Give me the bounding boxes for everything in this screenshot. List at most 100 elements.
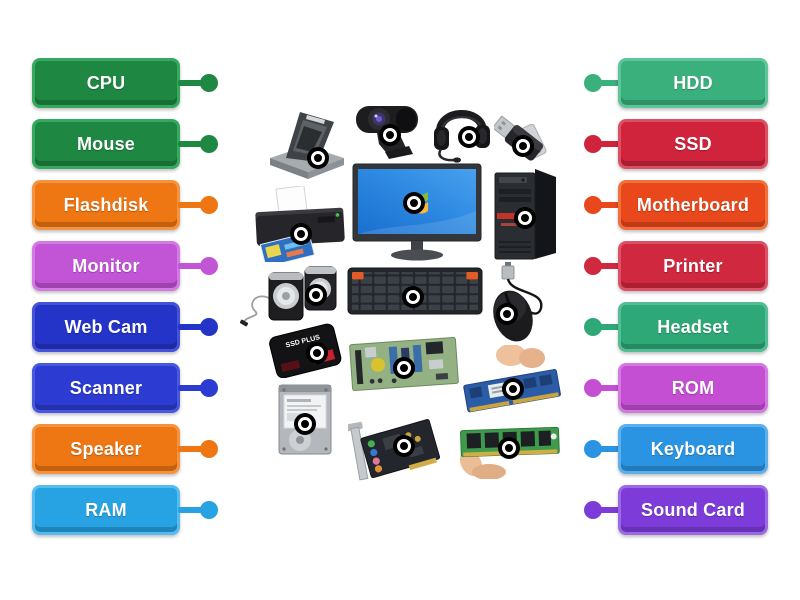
label-speaker[interactable]: Speaker bbox=[32, 424, 180, 474]
connector-stub bbox=[597, 446, 620, 452]
connector-stub bbox=[178, 385, 204, 391]
label-row-scanner: Scanner bbox=[32, 363, 218, 413]
label-rom[interactable]: ROM bbox=[618, 363, 768, 413]
drop-point-pc-tower[interactable] bbox=[514, 207, 536, 229]
label-row-cpu: CPU bbox=[32, 58, 218, 108]
connector-node bbox=[584, 74, 602, 92]
connector-node bbox=[200, 135, 218, 153]
connector-node bbox=[200, 318, 218, 336]
drop-point-sound-card[interactable] bbox=[393, 435, 415, 457]
connector-stub bbox=[597, 324, 620, 330]
label-row-monitor: Monitor bbox=[32, 241, 218, 291]
label-scanner-text: Scanner bbox=[69, 377, 143, 398]
label-soundcard-text: Sound Card bbox=[641, 499, 745, 520]
drop-point-motherboard[interactable] bbox=[393, 357, 415, 379]
label-headset-text: Headset bbox=[657, 316, 729, 337]
label-flashdisk-text: Flashdisk bbox=[63, 194, 149, 215]
connector-stub bbox=[597, 80, 620, 86]
connector-node bbox=[200, 501, 218, 519]
drop-point-ram-module-green[interactable] bbox=[498, 437, 520, 459]
label-headset[interactable]: Headset bbox=[618, 302, 768, 352]
label-ssd[interactable]: SSD bbox=[618, 119, 768, 169]
pc-tower-image bbox=[489, 167, 561, 261]
label-keyboard-text: Keyboard bbox=[650, 438, 736, 459]
label-printer[interactable]: Printer bbox=[618, 241, 768, 291]
speakers-image bbox=[239, 263, 351, 329]
drop-point-hdd[interactable] bbox=[294, 413, 316, 435]
connector-node bbox=[200, 440, 218, 458]
drop-point-speakers[interactable] bbox=[305, 284, 327, 306]
connector-stub bbox=[178, 141, 204, 147]
label-row-keyboard: Keyboard bbox=[582, 424, 768, 474]
label-printer-text: Printer bbox=[663, 255, 723, 276]
label-row-flashdisk: Flashdisk bbox=[32, 180, 218, 230]
flatbed-scanner-image bbox=[266, 106, 348, 182]
connector-stub bbox=[178, 446, 204, 452]
label-mouse[interactable]: Mouse bbox=[32, 119, 180, 169]
label-row-ram: RAM bbox=[32, 485, 218, 535]
drop-point-usb-flash-drive[interactable] bbox=[512, 135, 534, 157]
connector-node bbox=[584, 440, 602, 458]
drop-point-flatbed-scanner[interactable] bbox=[307, 147, 329, 169]
connector-node bbox=[200, 196, 218, 214]
label-ssd-text: SSD bbox=[674, 133, 712, 154]
label-mouse-text: Mouse bbox=[76, 133, 135, 154]
connector-node bbox=[584, 318, 602, 336]
label-scanner[interactable]: Scanner bbox=[32, 363, 180, 413]
label-rom-text: ROM bbox=[671, 377, 715, 398]
label-row-hdd: HDD bbox=[582, 58, 768, 108]
connector-stub bbox=[597, 263, 620, 269]
connector-node bbox=[200, 379, 218, 397]
drop-point-printer[interactable] bbox=[290, 223, 312, 245]
drop-point-webcam[interactable] bbox=[379, 124, 401, 146]
connector-node bbox=[584, 196, 602, 214]
label-flashdisk[interactable]: Flashdisk bbox=[32, 180, 180, 230]
connector-node bbox=[584, 257, 602, 275]
drop-point-ssd[interactable] bbox=[306, 342, 328, 364]
connector-stub bbox=[178, 80, 204, 86]
label-row-soundcard: Sound Card bbox=[582, 485, 768, 535]
connector-stub bbox=[597, 507, 620, 513]
label-monitor[interactable]: Monitor bbox=[32, 241, 180, 291]
drop-point-monitor[interactable] bbox=[403, 192, 425, 214]
label-row-printer: Printer bbox=[582, 241, 768, 291]
connector-node bbox=[200, 74, 218, 92]
label-row-motherboard: Motherboard bbox=[582, 180, 768, 230]
connector-node bbox=[584, 135, 602, 153]
mouse-image bbox=[481, 262, 555, 344]
label-soundcard[interactable]: Sound Card bbox=[618, 485, 768, 535]
connector-stub bbox=[597, 385, 620, 391]
connector-stub bbox=[597, 141, 620, 147]
connector-node bbox=[584, 501, 602, 519]
connector-stub bbox=[597, 202, 620, 208]
label-cpu-text: CPU bbox=[86, 72, 126, 93]
label-row-headset: Headset bbox=[582, 302, 768, 352]
label-motherboard-text: Motherboard bbox=[636, 194, 750, 215]
connector-stub bbox=[178, 507, 204, 513]
drop-point-headset[interactable] bbox=[458, 126, 480, 148]
label-webcam[interactable]: Web Cam bbox=[32, 302, 180, 352]
ssd-image: SSD PLUS bbox=[268, 322, 342, 378]
label-monitor-text: Monitor bbox=[72, 255, 140, 276]
label-motherboard[interactable]: Motherboard bbox=[618, 180, 768, 230]
connector-node bbox=[200, 257, 218, 275]
label-row-rom: ROM bbox=[582, 363, 768, 413]
drop-point-mouse[interactable] bbox=[496, 303, 518, 325]
label-cpu[interactable]: CPU bbox=[32, 58, 180, 108]
connector-node bbox=[584, 379, 602, 397]
label-keyboard[interactable]: Keyboard bbox=[618, 424, 768, 474]
label-hdd[interactable]: HDD bbox=[618, 58, 768, 108]
headset-image bbox=[430, 97, 492, 163]
ram-module-blue-image bbox=[463, 345, 563, 419]
label-row-ssd: SSD bbox=[582, 119, 768, 169]
label-speaker-text: Speaker bbox=[70, 438, 142, 459]
label-ram[interactable]: RAM bbox=[32, 485, 180, 535]
drop-point-keyboard[interactable] bbox=[402, 286, 424, 308]
connector-stub bbox=[178, 263, 204, 269]
drop-point-ram-module-blue[interactable] bbox=[502, 378, 524, 400]
label-ram-text: RAM bbox=[85, 499, 127, 520]
label-hdd-text: HDD bbox=[673, 72, 713, 93]
connector-stub bbox=[178, 202, 204, 208]
label-webcam-text: Web Cam bbox=[64, 316, 148, 337]
